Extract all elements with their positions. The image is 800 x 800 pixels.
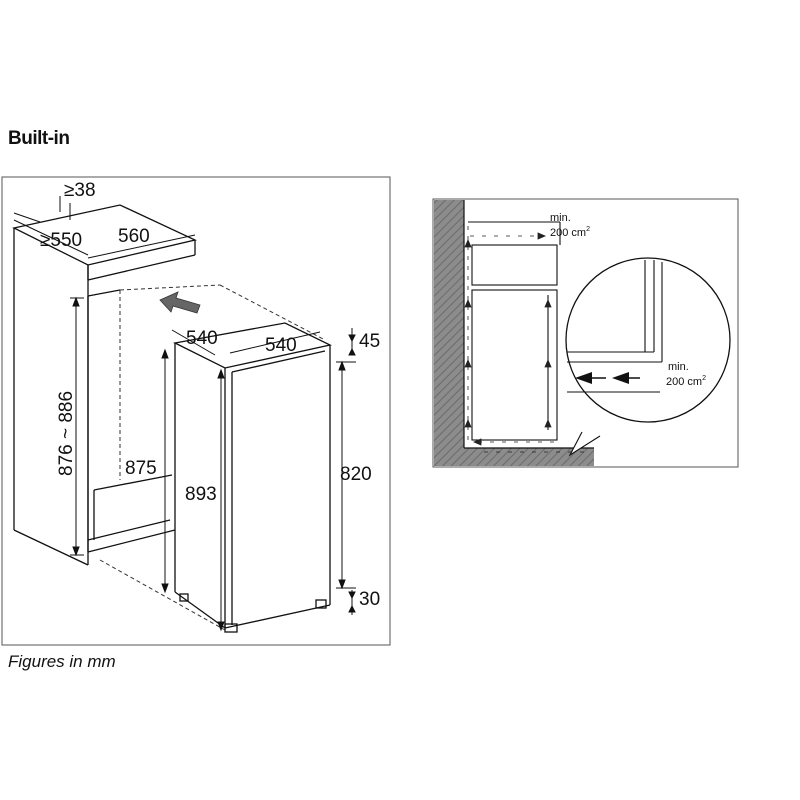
dim-niche-width: 560	[118, 226, 150, 247]
bottom-vent-area: 200 cm2	[666, 375, 706, 388]
magnifier-detail	[565, 257, 731, 457]
dim-min-gap-top: ≥38	[64, 180, 96, 201]
bottom-vent-label: min.	[668, 361, 689, 373]
dim-niche-height: 876 ~ 886	[56, 391, 77, 476]
dim-top-gap: 45	[359, 331, 380, 352]
ventilation-panel-frame	[432, 198, 739, 468]
niche-dashed-lines	[99, 284, 326, 631]
dim-bottom-gap: 30	[359, 589, 380, 610]
dim-appliance-height: 893	[185, 484, 217, 505]
dim-appliance-width: 540	[265, 335, 297, 356]
top-vent-label: min.	[550, 212, 571, 224]
dim-appliance-depth: 540	[186, 328, 218, 349]
left-panel-frame	[1, 176, 391, 646]
top-vent-area: 200 cm2	[550, 226, 590, 239]
dimension-lines	[13, 196, 356, 632]
cabinet-niche	[12, 204, 197, 566]
wall-section	[434, 200, 594, 466]
units-caption: Figures in mm	[8, 652, 116, 671]
dim-door-height: 820	[340, 464, 372, 485]
vent-cabinet	[468, 221, 561, 441]
dim-min-depth: ≥550	[40, 230, 82, 251]
insert-arrow-icon	[159, 291, 201, 314]
airflow-arrows	[464, 225, 590, 453]
page-title: Built-in	[8, 128, 70, 149]
dim-inner-height: 875	[125, 458, 157, 479]
appliance-body	[172, 322, 332, 633]
